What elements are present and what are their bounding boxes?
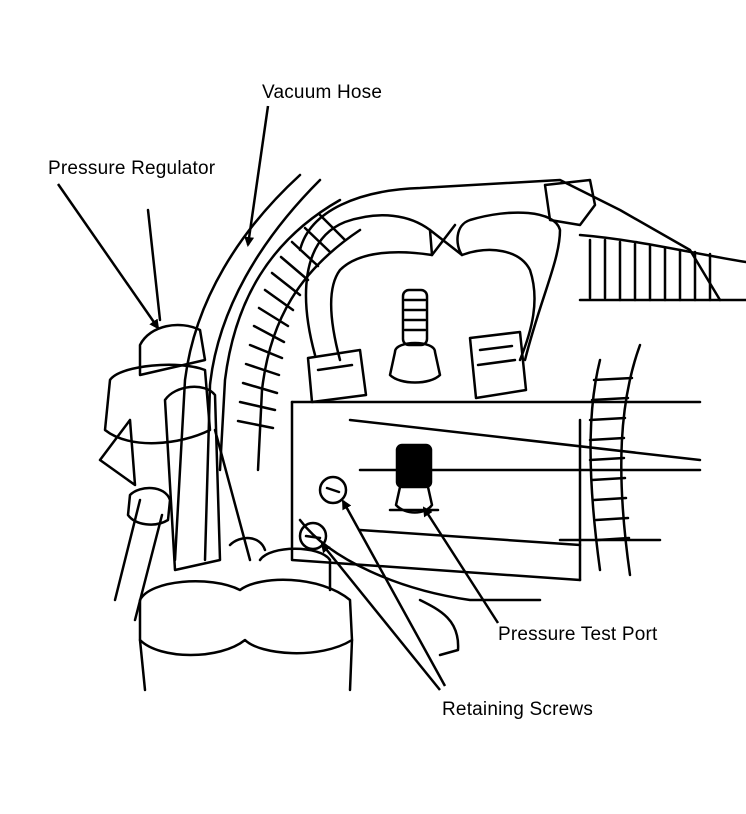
vacuum-hose-label: Vacuum Hose xyxy=(262,82,383,103)
misc-lines xyxy=(146,208,662,657)
mounting-stud xyxy=(388,288,442,384)
fuel-fittings xyxy=(138,536,354,692)
retaining-screw-leader-lower xyxy=(320,542,441,691)
retaining-screws-label: Retaining Screws xyxy=(442,699,594,720)
retaining-screw-leader-upper xyxy=(341,499,447,687)
vacuum-hose-leader xyxy=(244,105,270,247)
corrugated-hose-right xyxy=(543,178,746,577)
pressure-test-port xyxy=(388,443,440,514)
pressure-regulator-label: Pressure Regulator xyxy=(48,158,216,179)
pressure-test-port-label: Pressure Test Port xyxy=(498,624,658,645)
leader-arrows xyxy=(56,105,500,691)
vacuum-hose xyxy=(173,173,322,562)
pressure-regulator-leader xyxy=(56,183,160,330)
pressure-test-port-leader xyxy=(422,506,500,624)
pressure-regulator xyxy=(98,323,252,622)
throttle-body xyxy=(290,178,722,602)
retaining-screws xyxy=(298,475,348,551)
harness-connectors xyxy=(306,330,528,404)
corrugated-hose-left xyxy=(218,198,362,472)
wire-harness xyxy=(304,211,562,362)
